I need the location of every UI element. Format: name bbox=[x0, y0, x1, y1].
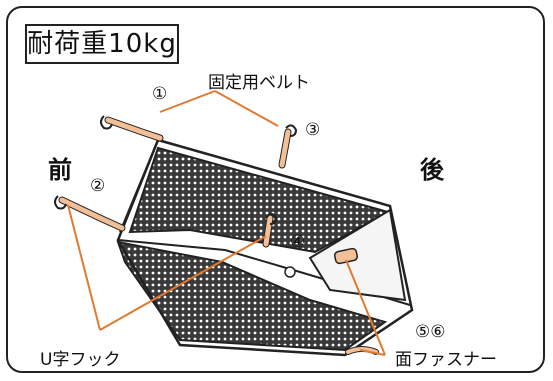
fastener-label: 面ファスナー bbox=[395, 350, 497, 370]
back-label: 後 bbox=[420, 156, 444, 184]
marker-5-6: ⑤⑥ bbox=[415, 322, 446, 342]
upper-mesh-panel bbox=[128, 146, 391, 254]
lower-mesh-panel bbox=[116, 240, 388, 352]
u-hook-label: U字フック bbox=[40, 350, 121, 370]
front-label: 前 bbox=[48, 156, 72, 184]
u-hook-3 bbox=[285, 124, 298, 137]
diagram-frame bbox=[6, 6, 545, 373]
load-capacity-title: 耐荷重10kg bbox=[25, 24, 179, 64]
marker-3: ③ bbox=[305, 120, 321, 140]
marker-1: ① bbox=[152, 84, 168, 104]
marker-2: ② bbox=[90, 176, 106, 196]
belt-label: 固定用ベルト bbox=[208, 73, 310, 93]
marker-4: ④ bbox=[290, 232, 306, 252]
leader-lines bbox=[67, 90, 386, 356]
u-hook-2 bbox=[54, 195, 67, 210]
u-hook-1 bbox=[100, 115, 113, 130]
u-hook-4 bbox=[265, 213, 278, 225]
frame-hole bbox=[284, 266, 296, 278]
